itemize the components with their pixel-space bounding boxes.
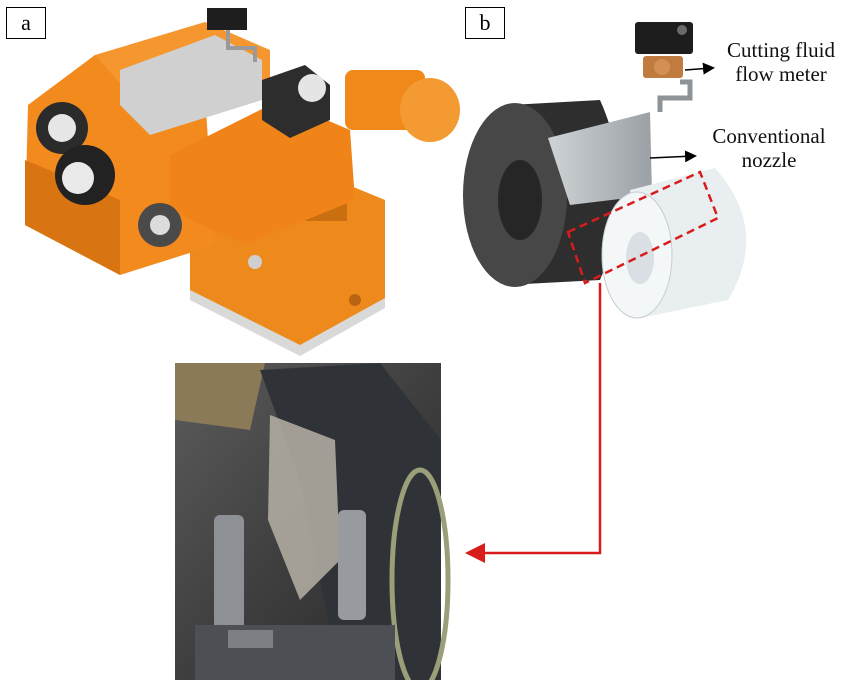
machine-motor-end: [400, 78, 460, 142]
nozzle-callout-line1: Conventional: [712, 124, 826, 148]
machine-wheel-lower-hub: [62, 162, 94, 194]
panel-label-a: a: [6, 7, 46, 39]
flow-meter-callout-line2: flow meter: [735, 62, 827, 86]
conventional-nozzle: [548, 112, 652, 205]
machine-base-plate: [190, 290, 385, 356]
photo-upper-light-region: [175, 363, 265, 430]
photo-clamp-post-left: [214, 515, 244, 630]
setup-illustration: [463, 22, 747, 563]
grinding-machine-illustration: [25, 8, 460, 356]
grinding-zone-photo: [175, 363, 451, 680]
machine-spindle-cap: [298, 74, 326, 102]
workpiece-bore: [626, 232, 654, 284]
flow-meter-knob: [677, 25, 687, 35]
machine-bolt-hole: [349, 294, 361, 306]
machine-fluid-pipe: [226, 30, 257, 62]
machine-wheel-upper-hub: [48, 114, 76, 142]
nozzle-arrow: [649, 150, 697, 163]
grinding-wheel-bore: [498, 160, 542, 240]
flow-meter-callout-line1: Cutting fluid: [727, 38, 835, 62]
panel-label-a-text: a: [21, 10, 31, 35]
contact-zone-highlight: [566, 170, 720, 285]
coolant-pipe: [657, 79, 693, 112]
machine-wheel-front-hub: [150, 215, 170, 235]
machine-side-bolt: [248, 255, 262, 269]
panel-label-b-text: b: [479, 10, 491, 35]
machine-flow-meter: [207, 8, 247, 30]
photo-clamp-base: [195, 625, 395, 680]
flow-meter-arrow: [684, 62, 715, 75]
panel-label-b: b: [465, 7, 505, 39]
flow-meter-callout: Cutting fluid flow meter: [712, 38, 850, 86]
flow-meter-valve-nut: [654, 59, 670, 75]
machine-guide-plate: [120, 35, 262, 135]
machine-center-head: [170, 100, 355, 245]
photo-clamp-plate: [228, 630, 273, 648]
nozzle-callout-line2: nozzle: [741, 148, 797, 172]
photo-clamp-post-right: [338, 510, 366, 620]
machine-left-shadow: [25, 160, 120, 275]
nozzle-callout: Conventional nozzle: [694, 124, 844, 172]
photo-wheel-rim: [389, 467, 451, 680]
photo-coolant-spray: [268, 415, 340, 600]
zoom-connector-arrow: [465, 283, 602, 563]
